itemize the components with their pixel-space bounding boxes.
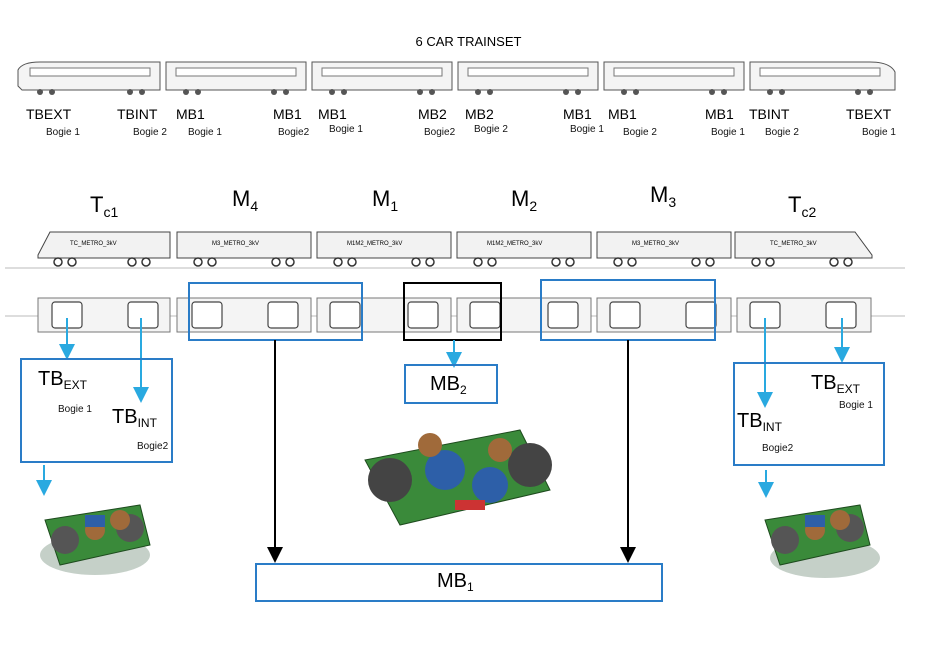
top-label-sub: Bogie 2 bbox=[765, 127, 799, 138]
top-label-name: TBEXT bbox=[846, 106, 892, 122]
tb-ext-left-bogie: Bogie 1 bbox=[58, 404, 92, 415]
top-label-name: MB1 bbox=[176, 106, 205, 122]
tb-ext-right-label: TBEXT bbox=[811, 372, 860, 396]
tb-ext-left-label: TBEXT bbox=[38, 368, 87, 392]
tb-int-left-bogie: Bogie2 bbox=[137, 441, 169, 452]
top-label-name: TBINT bbox=[117, 106, 158, 122]
top-label-name: MB1 bbox=[608, 106, 637, 122]
car-body-name: M3_METRO_3kV bbox=[632, 241, 680, 247]
car-plan-view bbox=[5, 297, 905, 333]
top-label-name: TBEXT bbox=[26, 106, 72, 122]
motor-bogie-image bbox=[364, 429, 552, 526]
tb-ext-right-bogie: Bogie 1 bbox=[839, 400, 873, 411]
top-label-sub: Bogie 1 bbox=[570, 124, 604, 135]
trailer-bogie-image-right bbox=[764, 504, 880, 578]
top-label-sub: Bogie 1 bbox=[862, 127, 896, 138]
car-label-tc2: Tc2 bbox=[788, 192, 817, 220]
car-label-m4: M4 bbox=[232, 186, 259, 214]
trailer-bogie-image-left bbox=[40, 504, 151, 575]
car-label-tc1: Tc1 bbox=[90, 192, 119, 220]
diagram-title: 6 CAR TRAINSET bbox=[415, 34, 522, 49]
left-trailer-bogie-box bbox=[20, 358, 173, 463]
mb2-box bbox=[404, 364, 498, 404]
top-label-sub: Bogie 1 bbox=[46, 127, 80, 138]
top-label-sub: Bogie2 bbox=[424, 127, 456, 138]
car-body-name: TC_METRO_3kV bbox=[770, 241, 817, 247]
car-side-view bbox=[5, 231, 905, 269]
top-label-sub: Bogie 2 bbox=[474, 124, 508, 135]
top-label-name: MB2 bbox=[418, 106, 447, 122]
mb1-label: MB1 bbox=[437, 570, 474, 594]
top-label-sub: Bogie 2 bbox=[623, 127, 657, 138]
top-label-sub: Bogie 2 bbox=[133, 127, 167, 138]
top-label-sub: Bogie2 bbox=[278, 127, 310, 138]
car-body-name: M1M2_METRO_3kV bbox=[487, 241, 543, 247]
tb-int-right-bogie: Bogie2 bbox=[762, 443, 794, 454]
top-trainset-illustration bbox=[17, 61, 896, 95]
top-label-name: MB1 bbox=[318, 106, 347, 122]
top-label-name: MB1 bbox=[705, 106, 734, 122]
top-label-sub: Bogie 1 bbox=[329, 124, 363, 135]
mb1-box bbox=[255, 563, 663, 602]
car-body-name: M1M2_METRO_3kV bbox=[347, 241, 403, 247]
top-label-name: MB1 bbox=[273, 106, 302, 122]
top-label-name: TBINT bbox=[749, 106, 790, 122]
tb-int-right-label: TBINT bbox=[737, 410, 782, 434]
top-label-name: MB1 bbox=[563, 106, 592, 122]
top-label-name: MB2 bbox=[465, 106, 494, 122]
car-label-m2: M2 bbox=[511, 186, 538, 214]
car-body-name: TC_METRO_3kV bbox=[70, 241, 117, 247]
tb-int-left-label: TBINT bbox=[112, 406, 157, 430]
car-label-m3: M3 bbox=[650, 182, 677, 210]
mb2-label: MB2 bbox=[430, 373, 467, 397]
top-label-sub: Bogie 1 bbox=[711, 127, 745, 138]
mb2-bogie-group-box bbox=[403, 282, 502, 341]
right-trailer-bogie-box bbox=[733, 362, 885, 466]
car-body-name: M3_METRO_3kV bbox=[212, 241, 260, 247]
top-label-sub: Bogie 1 bbox=[188, 127, 222, 138]
car-label-m1: M1 bbox=[372, 186, 399, 214]
